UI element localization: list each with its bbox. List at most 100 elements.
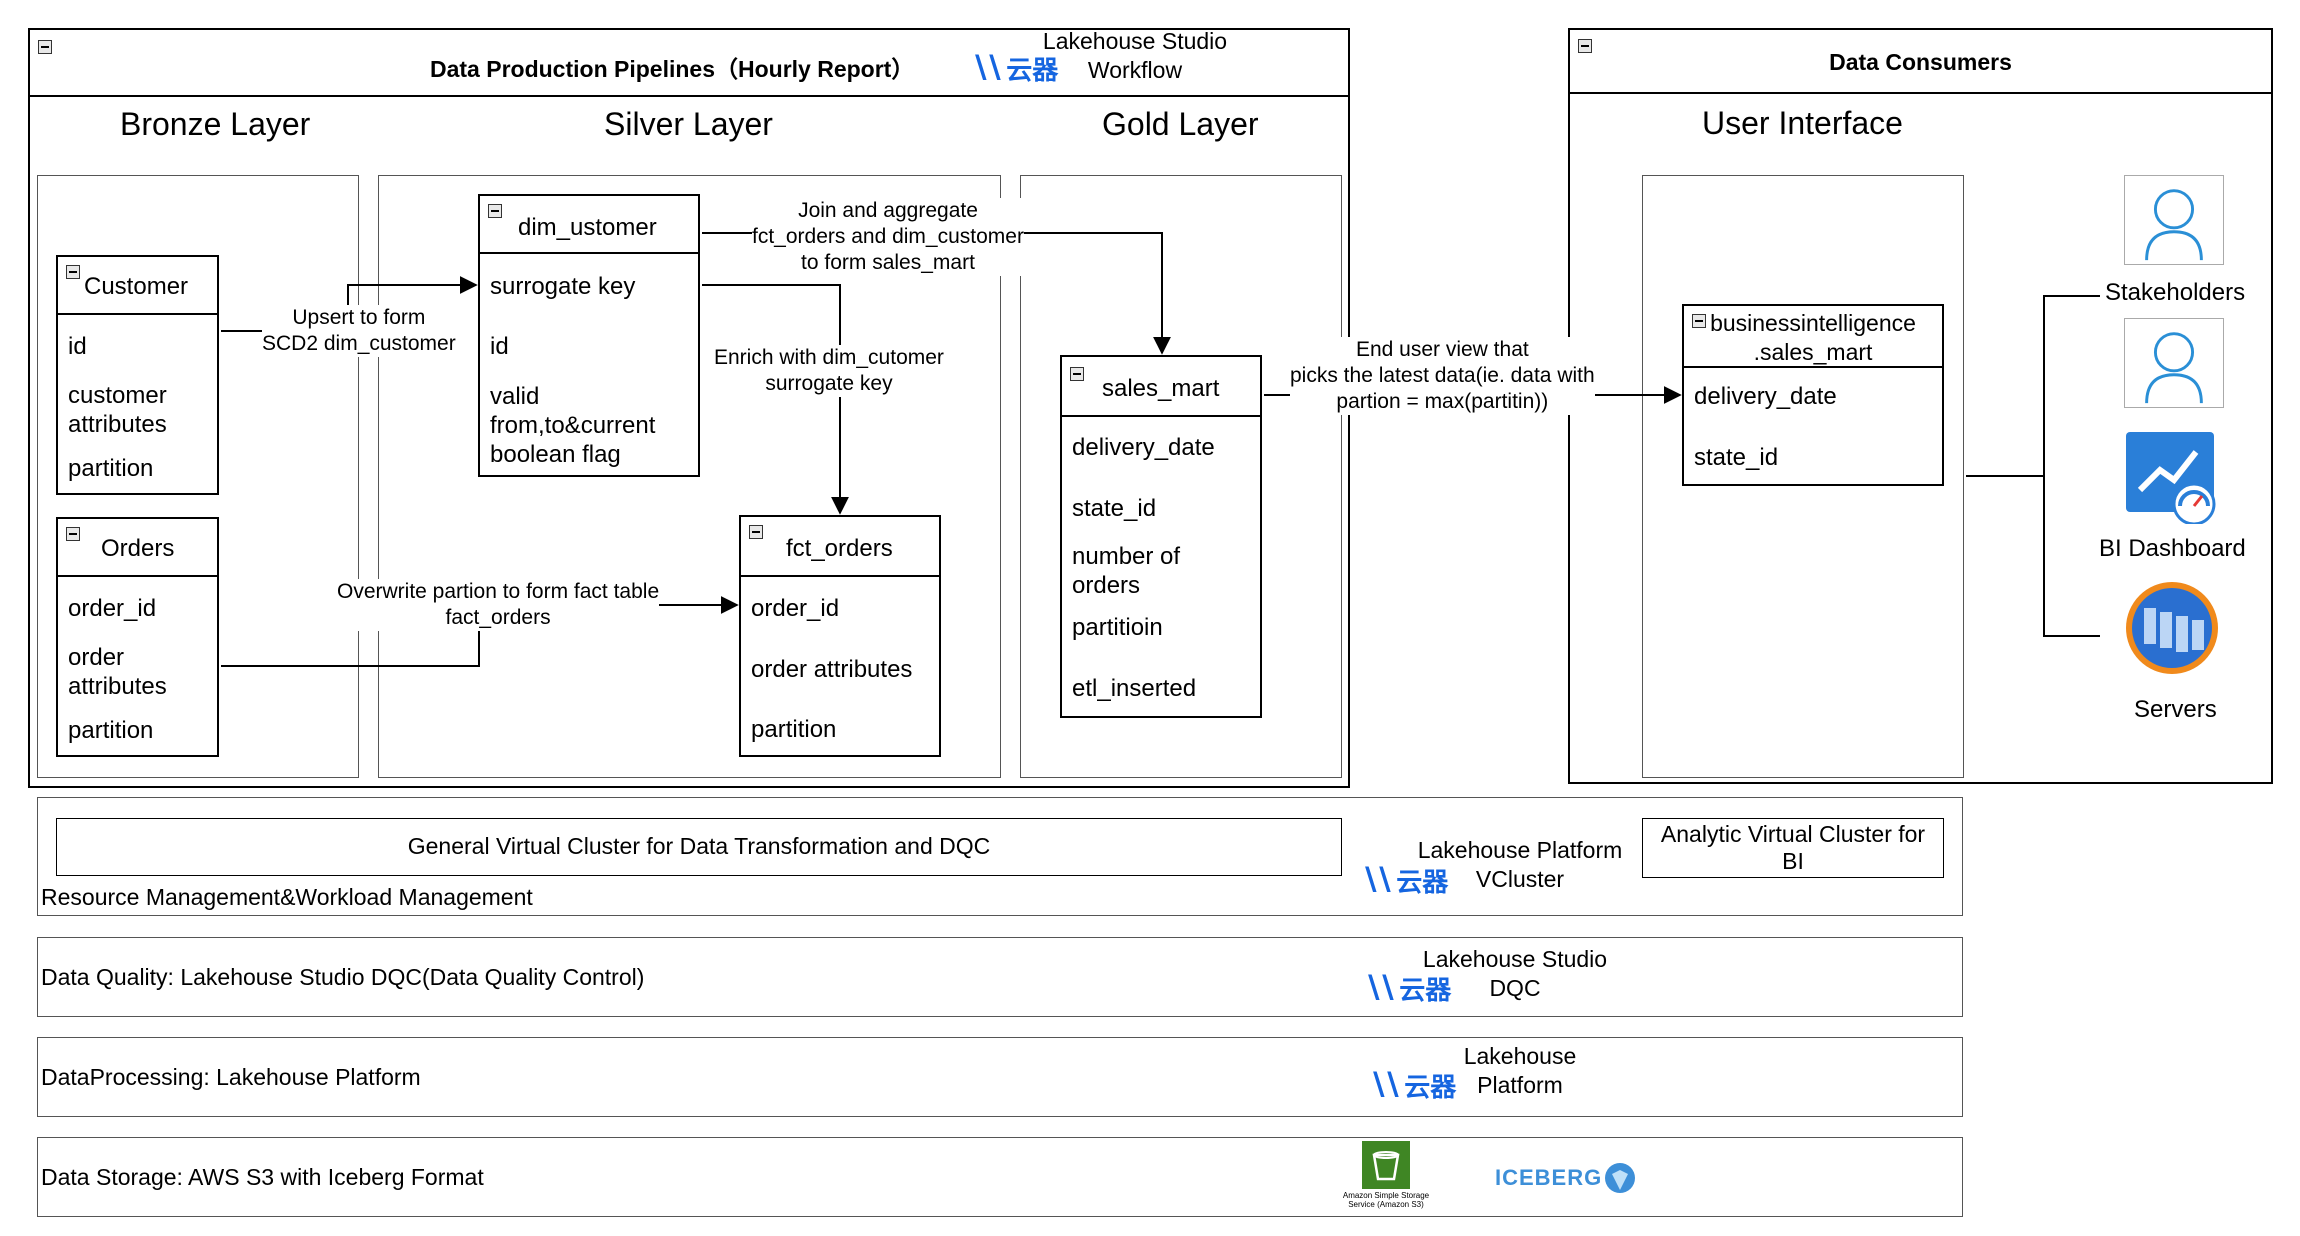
gold-layer-title: Gold Layer <box>1102 106 1259 142</box>
servers-icon <box>2122 578 2222 678</box>
dqc-studio-label: Lakehouse Studio <box>1422 946 1608 972</box>
fct-orders-field-order-id: order_id <box>751 595 840 622</box>
vcluster-logo-icon: ∖∖云器 <box>1360 864 1449 897</box>
consumers-header-divider <box>1568 92 2273 94</box>
fct-orders-title: fct_orders <box>786 535 893 562</box>
dqc-logo-icon: ∖∖云器 <box>1363 972 1452 1005</box>
dim-customer-entity[interactable]: dim_ustomer surrogate key id valid from,… <box>478 194 700 477</box>
vcluster-logo-text: 云器 <box>1396 867 1449 897</box>
edge-upsert-label: Upsert to form SCD2 dim_customer <box>262 305 456 357</box>
bi-sales-mart-field-delivery-date: delivery_date <box>1694 383 1837 410</box>
dqc-logo-text: 云器 <box>1399 975 1452 1005</box>
customer-entity[interactable]: Customer id customer attributes partitio… <box>56 255 219 495</box>
sales-mart-field-partition: partitioin <box>1072 614 1163 641</box>
s3-bucket-icon <box>1362 1141 1410 1189</box>
yunqi-logo-text: 云器 <box>1006 55 1059 85</box>
analytic-cluster-label: Analytic Virtual Cluster for BI <box>1660 821 1926 874</box>
customer-title: Customer <box>84 273 189 300</box>
orders-entity[interactable]: Orders order_id order attributes partiti… <box>56 517 219 757</box>
storage-caption: Data Storage: AWS S3 with Iceberg Format <box>41 1164 484 1190</box>
orders-divider <box>58 575 217 577</box>
vcluster-label: Lakehouse Platform VCluster <box>1405 836 1635 894</box>
fct-orders-entity[interactable]: fct_orders order_id order attributes par… <box>739 515 941 757</box>
customer-field-partition: partition <box>68 455 154 482</box>
bi-sales-mart-entity[interactable]: businessintelligence .sales_mart deliver… <box>1682 304 1944 486</box>
stakeholder-person-icon-2 <box>2124 318 2224 408</box>
sales-mart-divider <box>1062 415 1260 417</box>
consumers-collapse-icon[interactable] <box>1578 39 1592 53</box>
fct-orders-divider <box>741 575 939 577</box>
bi-dashboard-label: BI Dashboard <box>2099 535 2246 562</box>
bi-sales-mart-divider <box>1684 366 1942 368</box>
platform-main-label: Lakehouse <box>1463 1043 1577 1069</box>
bi-sales-mart-title: businessintelligence .sales_mart <box>1710 310 1916 365</box>
customer-collapse-icon[interactable] <box>66 265 80 279</box>
dqc-sub-label: DQC <box>1489 975 1541 1001</box>
quality-caption: Data Quality: Lakehouse Studio DQC(Data … <box>41 964 645 990</box>
studio-workflow-label: Lakehouse Studio Workflow <box>1030 27 1240 85</box>
yunqi-logo-icon: ∖∖云器 <box>970 52 1059 85</box>
studio-sub-label: Workflow <box>1087 57 1183 83</box>
storage-band <box>37 1137 1963 1217</box>
sales-mart-field-number-of-orders: number of orders <box>1072 543 1181 599</box>
fct-orders-field-partition: partition <box>751 716 837 743</box>
resource-caption: Resource Management&Workload Management <box>41 884 533 910</box>
platform-logo-icon: ∖∖云器 <box>1368 1069 1457 1102</box>
processing-caption: DataProcessing: Lakehouse Platform <box>41 1064 421 1090</box>
dim-customer-field-surrogate-key: surrogate key <box>490 273 636 300</box>
sales-mart-field-delivery-date: delivery_date <box>1072 434 1215 461</box>
vcluster-sub-label: VCluster <box>1475 866 1565 892</box>
iceberg-logo-icon <box>1604 1162 1636 1194</box>
processing-band <box>37 1037 1963 1117</box>
customer-field-attributes: customer attributes <box>68 382 167 438</box>
fct-orders-collapse-icon[interactable] <box>749 525 763 539</box>
sales-mart-field-state-id: state_id <box>1072 495 1157 522</box>
platform-label: Lakehouse Platform <box>1440 1042 1600 1100</box>
edge-enrich-label: Enrich with dim_cutomer surrogate key <box>714 345 944 397</box>
dqc-label: Lakehouse Studio DQC <box>1400 945 1630 1003</box>
orders-collapse-icon[interactable] <box>66 527 80 541</box>
stakeholders-label: Stakeholders <box>2105 279 2246 306</box>
edge-join-label: Join and aggregate fct_orders and dim_cu… <box>752 198 1024 276</box>
orders-field-attributes: order attributes <box>68 644 167 700</box>
pipelines-title: Data Production Pipelines（Hourly Report） <box>430 56 915 82</box>
edge-enduser-label: End user view that picks the latest data… <box>1290 337 1595 415</box>
sales-mart-collapse-icon[interactable] <box>1070 367 1084 381</box>
quality-band <box>37 937 1963 1017</box>
vcluster-platform-label: Lakehouse Platform <box>1417 837 1623 863</box>
orders-field-order-id: order_id <box>68 595 157 622</box>
platform-sub-label: Platform <box>1477 1072 1563 1098</box>
orders-title: Orders <box>101 535 175 562</box>
pipelines-header-divider <box>28 95 1350 97</box>
sales-mart-entity[interactable]: sales_mart delivery_date state_id number… <box>1060 355 1262 718</box>
analytic-cluster-box[interactable]: Analytic Virtual Cluster for BI <box>1642 818 1944 878</box>
bi-sales-mart-field-state-id: state_id <box>1694 444 1779 471</box>
bi-sales-mart-collapse-icon[interactable] <box>1692 314 1706 328</box>
general-cluster-label: General Virtual Cluster for Data Transfo… <box>407 833 991 859</box>
edge-overwrite-label: Overwrite partion to form fact table fac… <box>337 579 660 631</box>
stakeholder-person-icon <box>2124 175 2224 265</box>
bronze-layer-title: Bronze Layer <box>120 106 311 142</box>
dim-customer-collapse-icon[interactable] <box>488 204 502 218</box>
silver-layer-title: Silver Layer <box>604 106 773 142</box>
dim-customer-divider <box>480 252 698 254</box>
pipelines-collapse-icon[interactable] <box>38 40 52 54</box>
sales-mart-field-etl-inserted: etl_inserted <box>1072 675 1197 702</box>
bi-dashboard-icon <box>2122 428 2222 526</box>
user-interface-title: User Interface <box>1702 105 1903 141</box>
dim-customer-field-valid: valid from,to&current boolean flag <box>490 383 656 468</box>
consumers-title: Data Consumers <box>1829 49 2012 75</box>
sales-mart-title: sales_mart <box>1102 375 1220 402</box>
iceberg-logo-text: ICEBERG <box>1495 1165 1603 1190</box>
customer-field-id: id <box>68 333 87 360</box>
platform-logo-text: 云器 <box>1404 1072 1457 1102</box>
studio-label: Lakehouse Studio <box>1042 28 1228 54</box>
customer-divider <box>58 313 217 315</box>
dim-customer-title: dim_ustomer <box>518 214 657 241</box>
dim-customer-field-id: id <box>490 333 509 360</box>
fct-orders-field-attributes: order attributes <box>751 656 913 683</box>
s3-caption: Amazon Simple Storage Service (Amazon S3… <box>1342 1191 1430 1209</box>
orders-field-partition: partition <box>68 717 154 744</box>
general-cluster-box[interactable]: General Virtual Cluster for Data Transfo… <box>56 818 1342 876</box>
servers-label: Servers <box>2134 696 2217 723</box>
